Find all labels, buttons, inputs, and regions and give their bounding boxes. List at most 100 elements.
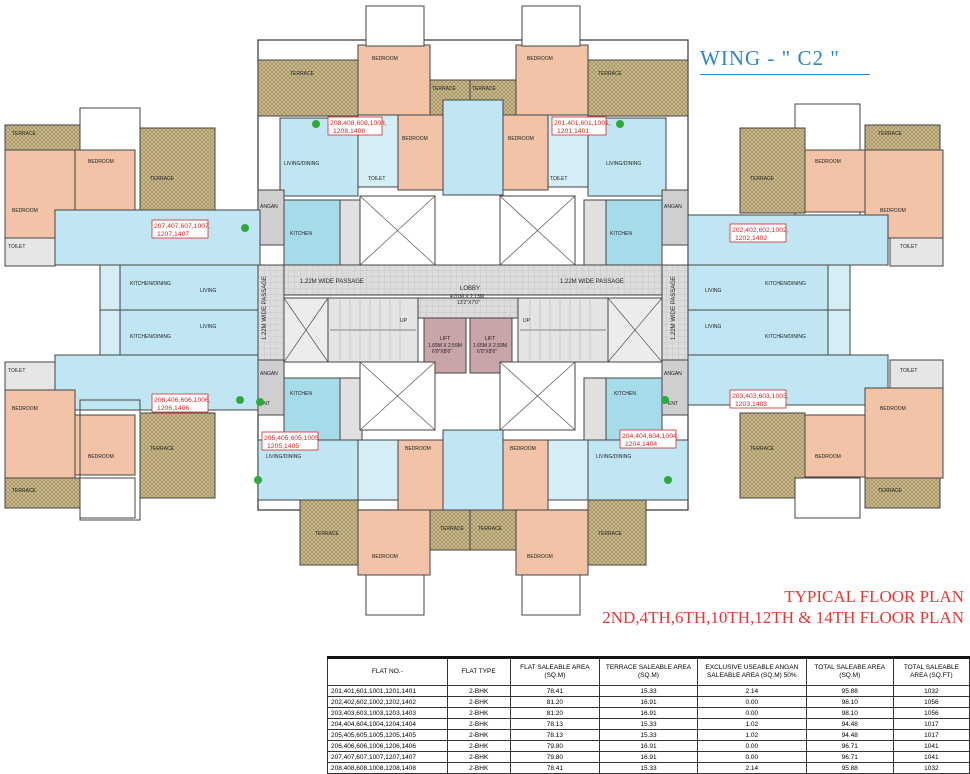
room-label: 4.01M X 2.13M bbox=[450, 294, 484, 300]
room-label: LIFT bbox=[485, 336, 495, 342]
table-cell: 1056 bbox=[892, 707, 970, 719]
room-label: BEDROOM bbox=[510, 446, 536, 452]
room-label: 1204,1404 bbox=[625, 441, 657, 448]
table-cell: 0.00 bbox=[696, 696, 807, 708]
room-label: 1206,1406 bbox=[157, 405, 189, 412]
room-label: 1.65M X 2.59M bbox=[428, 343, 462, 349]
floor-plan-drawing: 1.22M WIDE PASSAGE 1.22M WIDE PASSAGE 1.… bbox=[4, 5, 944, 616]
area-statement-table: FLAT NO.- FLAT TYPE FLAT SALEABLE AREA (… bbox=[327, 656, 970, 774]
room-label: TOILET bbox=[900, 368, 917, 374]
room-label: BEDROOM bbox=[815, 454, 841, 460]
room-label: LIVING bbox=[200, 324, 217, 330]
room-label: ENT bbox=[668, 401, 678, 407]
room-label: BEDROOM bbox=[880, 406, 906, 412]
room-label: BEDROOM bbox=[88, 454, 114, 460]
col-terrace-saleable: TERRACE SALEABLE AREA (SQ.M) bbox=[599, 656, 698, 686]
table-cell: 2-BHK bbox=[446, 685, 511, 697]
room-label: 208,408,608,1008, bbox=[330, 120, 387, 127]
table-cell: 78.41 bbox=[509, 685, 601, 697]
plan-title-line2: 2ND,4TH,6TH,10TH,12TH & 14TH FLOOR PLAN bbox=[602, 608, 964, 627]
typical-floor-plan-title: TYPICAL FLOOR PLAN 2ND,4TH,6TH,10TH,12TH… bbox=[602, 586, 964, 628]
flat-right-upper bbox=[687, 103, 944, 311]
central-core bbox=[257, 99, 689, 511]
table-cell: 2-BHK bbox=[446, 707, 511, 719]
table-cell: 1.02 bbox=[696, 729, 807, 741]
room-label: LOBBY bbox=[460, 286, 480, 292]
flat-right-lower bbox=[687, 309, 944, 519]
room-label: LIVING bbox=[705, 288, 722, 294]
room-label: BEDROOM bbox=[372, 554, 398, 560]
room-label: 1.22M WIDE PASSAGE bbox=[300, 279, 364, 285]
room-label: BEDROOM bbox=[508, 136, 534, 142]
table-cell: 78.41 bbox=[509, 762, 601, 774]
table-cell: 96.71 bbox=[805, 751, 894, 763]
room-label: ANGAN bbox=[664, 371, 682, 377]
table-cell: 0.00 bbox=[696, 740, 807, 752]
room-label: 1203,1403 bbox=[735, 401, 767, 408]
room-label: TERRACE bbox=[878, 488, 903, 494]
room-label: TERRACE bbox=[878, 131, 903, 137]
table-cell: 81.20 bbox=[509, 696, 601, 708]
table-cell: 15.33 bbox=[599, 762, 698, 774]
room-label: 13'2"X7'0" bbox=[457, 300, 480, 306]
room-label: KITCHEN/DINING bbox=[765, 281, 806, 287]
table-cell: 94.48 bbox=[805, 718, 894, 730]
room-label: BEDROOM bbox=[88, 159, 114, 165]
room-label: TERRACE bbox=[598, 71, 623, 77]
room-label: TERRACE bbox=[750, 446, 775, 452]
room-label: KITCHEN bbox=[290, 391, 312, 397]
room-label: TERRACE bbox=[432, 86, 457, 92]
room-label: BEDROOM bbox=[405, 446, 431, 452]
table-header-row: FLAT NO.- FLAT TYPE FLAT SALEABLE AREA (… bbox=[327, 656, 970, 686]
room-label: 1.22M WIDE PASSAGE bbox=[262, 276, 268, 340]
table-cell: 2.14 bbox=[696, 762, 807, 774]
table-cell: 206,406,606,1006,1206,1406 bbox=[327, 740, 448, 752]
table-cell: 2-BHK bbox=[446, 718, 511, 730]
room-label: 1208,1408 bbox=[333, 128, 365, 135]
room-label: ANGAN bbox=[664, 204, 682, 210]
room-label: LIVING/DINING bbox=[606, 161, 641, 167]
room-label: 6'0"X8'6" bbox=[432, 349, 452, 355]
room-label: TERRACE bbox=[150, 446, 175, 452]
room-label: KITCHEN bbox=[614, 391, 636, 397]
room-label: ANGAN bbox=[260, 371, 278, 377]
flat-left-upper bbox=[4, 107, 261, 311]
table-cell: 81.20 bbox=[509, 707, 601, 719]
room-label: BEDROOM bbox=[372, 56, 398, 62]
room-label: TERRACE bbox=[315, 531, 340, 537]
table-cell: 203,403,603,1003,1203,1403 bbox=[327, 707, 448, 719]
room-label: TERRACE bbox=[598, 531, 623, 537]
room-label: TOILET bbox=[8, 244, 25, 250]
room-label: TERRACE bbox=[440, 526, 465, 532]
table-cell: 16.91 bbox=[599, 707, 698, 719]
table-cell: 16.91 bbox=[599, 751, 698, 763]
room-label: 1207,1407 bbox=[157, 231, 189, 238]
table-cell: 98.10 bbox=[805, 696, 894, 708]
col-flat-type: FLAT TYPE bbox=[446, 656, 511, 686]
table-cell: 1017 bbox=[892, 718, 970, 730]
table-cell: 95.88 bbox=[805, 685, 894, 697]
room-label: KITCHEN/DINING bbox=[130, 281, 171, 287]
room-label: LIFT bbox=[440, 336, 450, 342]
col-flat-saleable: FLAT SALEABLE AREA (SQ.M) bbox=[509, 656, 601, 686]
room-label: UP bbox=[400, 318, 408, 324]
room-label: 202,402,602,1002, bbox=[732, 227, 789, 234]
table-cell: 1032 bbox=[892, 762, 970, 774]
room-label: KITCHEN/DINING bbox=[130, 334, 171, 340]
plan-text: 1.22M WIDE PASSAGE 1.22M WIDE PASSAGE 1.… bbox=[8, 56, 917, 560]
room-label: 205,405,605,1005, bbox=[264, 435, 321, 442]
table-cell: 2-BHK bbox=[446, 696, 511, 708]
table-cell: 1017 bbox=[892, 729, 970, 741]
room-label: KITCHEN bbox=[290, 231, 312, 237]
room-label: TERRACE bbox=[150, 176, 175, 182]
table-cell: 16.91 bbox=[599, 740, 698, 752]
table-cell: 2.14 bbox=[696, 685, 807, 697]
table-cell: 208,408,608,1008,1208,1408 bbox=[327, 762, 448, 774]
